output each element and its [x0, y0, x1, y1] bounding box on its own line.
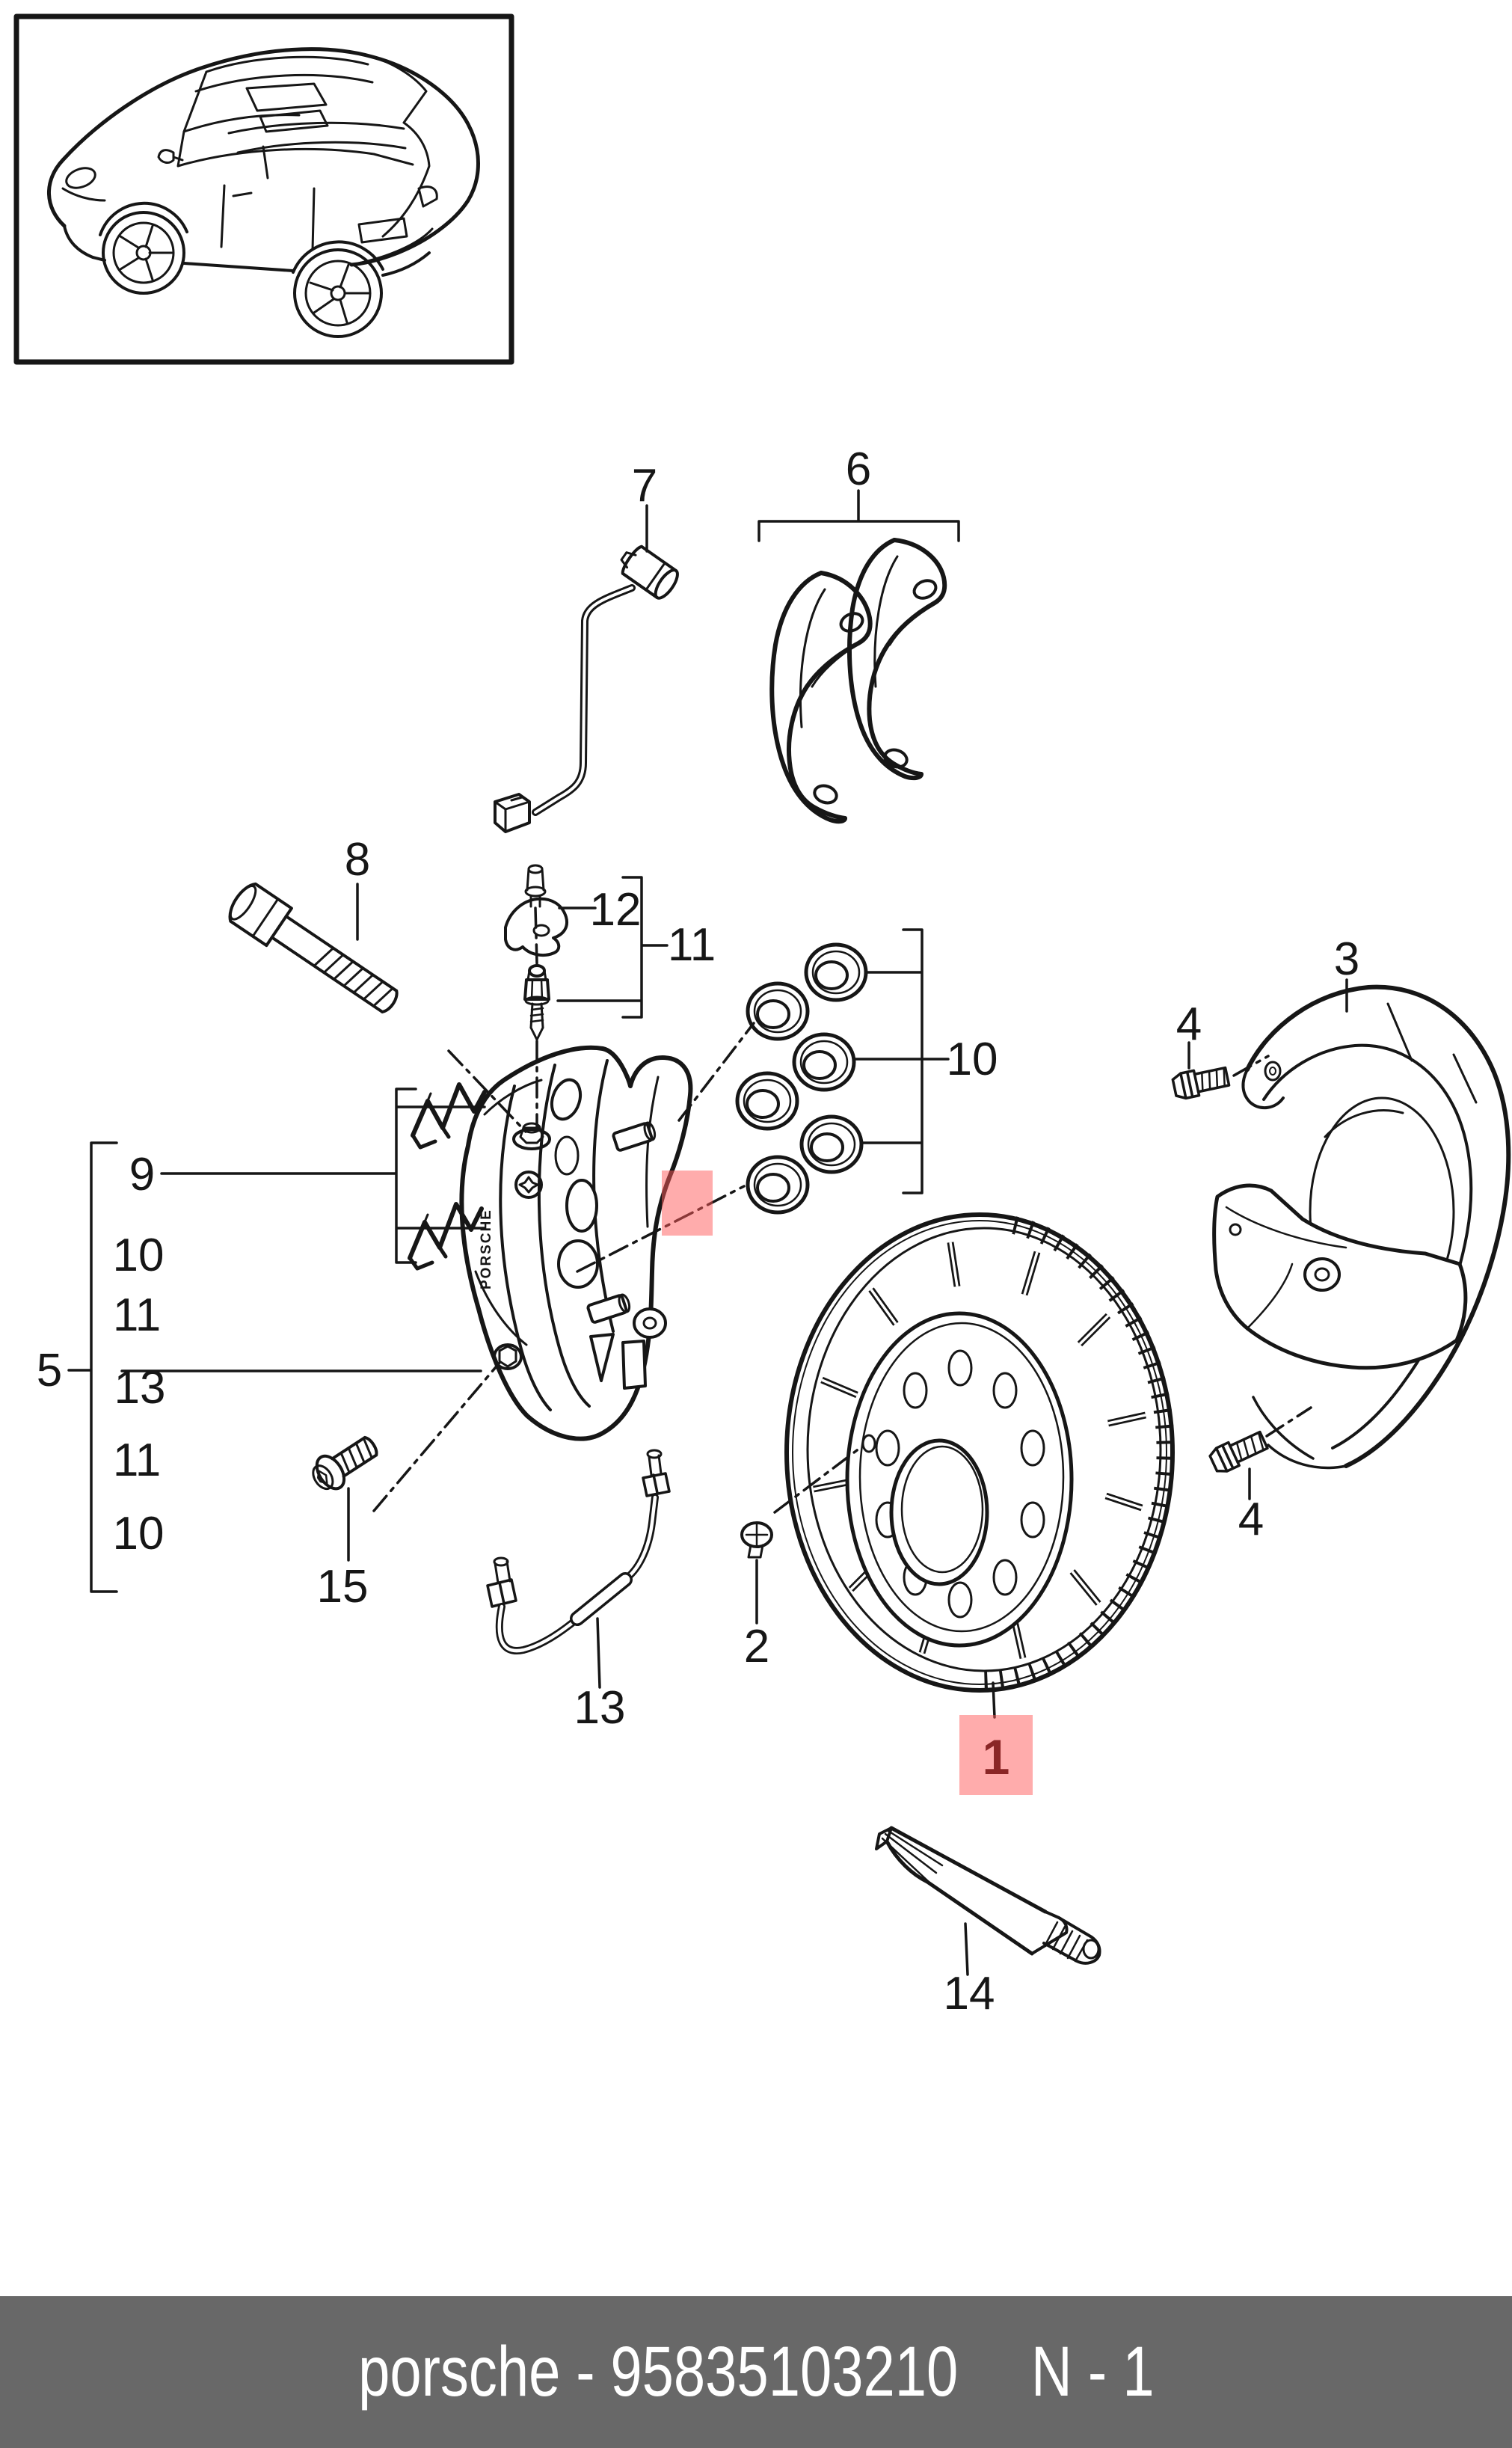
callout-10-rings[interactable]: 10 — [947, 1034, 998, 1085]
assembly-axis-lines — [372, 907, 1312, 1514]
part-caliper[interactable]: PORSCHE — [459, 1045, 693, 1441]
highlight-selected-seal — [662, 1171, 713, 1236]
disc-lug-holes — [875, 1349, 1045, 1619]
callout-4-upper[interactable]: 4 — [1176, 998, 1202, 1050]
callout-13-hose[interactable]: 13 — [574, 1682, 626, 1734]
footer-part-number: 95835103210 — [610, 2332, 958, 2411]
part-shield-bolt-lower[interactable] — [1208, 1429, 1269, 1475]
callout-11-top[interactable]: 11 — [668, 919, 716, 971]
vehicle-thumbnail-frame — [13, 13, 514, 365]
part-spring-clips[interactable] — [408, 1082, 487, 1271]
callout-3[interactable]: 3 — [1334, 933, 1359, 985]
callout-15[interactable]: 15 — [317, 1561, 369, 1613]
part-splash-shield[interactable] — [1212, 984, 1511, 1470]
part-bleeder-valve[interactable] — [523, 964, 550, 1041]
caliper-bleed-boss — [493, 1343, 523, 1370]
callout-14[interactable]: 14 — [944, 1968, 995, 2019]
part-caliper-bolt[interactable] — [224, 880, 406, 1022]
callout-4-lower[interactable]: 4 — [1238, 1494, 1264, 1545]
caliper-lettering: PORSCHE — [479, 1209, 494, 1289]
leader-lines — [67, 489, 1348, 1976]
shield-lower-hole — [1314, 1267, 1330, 1282]
callout-1[interactable]: 1 — [983, 1729, 1010, 1785]
shield-upper-hole — [1264, 1061, 1282, 1082]
part-wear-sensor[interactable] — [494, 542, 681, 833]
callout-10-kit2[interactable]: 10 — [113, 1508, 165, 1559]
vehicle-thumbnail — [13, 13, 514, 365]
part-seal-boots[interactable] — [735, 942, 868, 1215]
callout-10-kit1[interactable]: 10 — [113, 1230, 165, 1281]
part-retainer-clip[interactable] — [504, 864, 568, 957]
part-shield-bolt-upper[interactable] — [1171, 1064, 1231, 1100]
part-grease-tube[interactable] — [875, 1826, 1101, 1965]
callout-6[interactable]: 6 — [846, 444, 871, 495]
vehicle-wheels — [99, 201, 384, 338]
sensor-connector — [494, 793, 531, 833]
seal-boot — [792, 1032, 856, 1092]
part-brake-pipe[interactable] — [486, 1449, 671, 1655]
part-set-screw[interactable] — [740, 1521, 773, 1559]
footer-separator: - — [575, 2332, 595, 2411]
callout-5[interactable]: 5 — [37, 1345, 62, 1396]
callout-12[interactable]: 12 — [590, 884, 642, 936]
callout-11-kit1[interactable]: 11 — [113, 1289, 161, 1341]
callout-7[interactable]: 7 — [632, 460, 657, 512]
highlight-selected-disc — [959, 1715, 1033, 1795]
caliper-torx-bolt — [514, 1171, 543, 1199]
part-torx-screw[interactable] — [307, 1429, 384, 1497]
seal-boot — [746, 981, 810, 1041]
vehicle-roof-glass — [61, 55, 438, 266]
footer-brand: porsche — [357, 2332, 561, 2411]
footer-text: porsche - 95835103210 N - 1 — [358, 2331, 1155, 2413]
callout-13-kit[interactable]: 13 — [114, 1362, 166, 1414]
seal-boot — [735, 1071, 799, 1131]
seal-boot — [799, 1114, 864, 1174]
caliper-mount-boss — [512, 1128, 551, 1150]
disc-set-screw-hole — [861, 1434, 876, 1453]
footer-bar: porsche - 95835103210 N - 1 — [0, 2296, 1512, 2448]
part-brake-pads[interactable] — [769, 538, 947, 824]
footer-page-ref: N - 1 — [1030, 2332, 1155, 2411]
seal-boot — [804, 942, 868, 1002]
disc-center-bore — [889, 1438, 989, 1586]
seal-boot — [746, 1155, 810, 1215]
callout-8[interactable]: 8 — [345, 834, 370, 886]
callout-2[interactable]: 2 — [744, 1621, 769, 1672]
callout-11-kit2[interactable]: 11 — [113, 1435, 161, 1486]
callout-9[interactable]: 9 — [129, 1149, 155, 1200]
part-brake-disc[interactable] — [784, 1212, 1175, 1693]
